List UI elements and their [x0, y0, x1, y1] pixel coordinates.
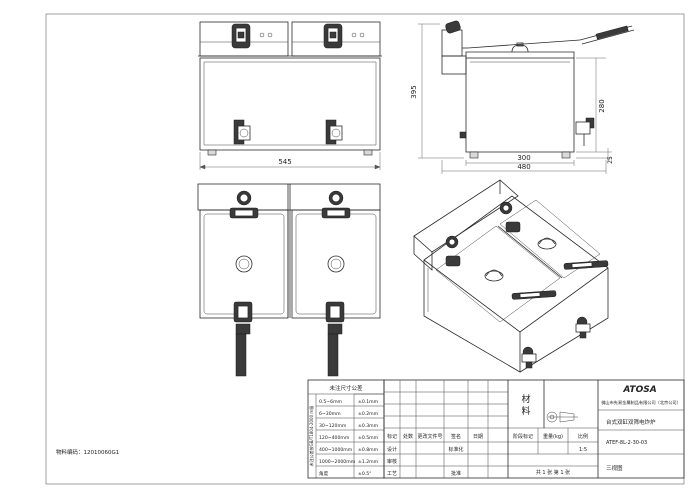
role-process: 工艺	[387, 471, 397, 477]
revision-header-date: 日期	[473, 434, 483, 440]
iso-knob-right	[499, 201, 513, 215]
dimension-foot-height: 25	[576, 148, 614, 164]
dimension-side-depth: 300	[465, 154, 575, 166]
top-view	[197, 183, 381, 377]
tolerance-table-title: 未注尺寸公差	[329, 384, 363, 392]
top-knob-left	[229, 190, 259, 219]
dimension-tank-height: 280	[576, 57, 606, 152]
top-basket-handle-left	[233, 301, 253, 377]
sheet-info: 共 1 张 第 1 张	[536, 469, 570, 476]
product-name: 台式双缸双筛电炸炉	[606, 418, 656, 426]
tolerance-range: 角度	[319, 470, 329, 477]
iso-basket-handle-left	[511, 290, 557, 300]
tolerance-range: 400~1000mm	[319, 447, 353, 453]
iso-lid-knob-left	[484, 269, 504, 282]
material-code-note: 物料编码：12010060G1	[56, 448, 119, 456]
tolerance-value: ±0.2mm	[358, 411, 379, 417]
dimension-front-width: 545	[199, 152, 381, 170]
role-review: 审核	[387, 458, 397, 465]
iso-lid-knob-right	[537, 237, 557, 250]
front-drain-valve-left	[233, 119, 251, 145]
title-block: 标记 处数 更改文件号 签名 日期 设计 标准化 审核 工艺 批准 材 料 AT…	[383, 379, 685, 479]
isometric-view	[413, 179, 609, 373]
material-label-2: 料	[521, 405, 530, 417]
sheet-border	[45, 13, 685, 485]
brand-logo: ATOSA	[622, 385, 656, 395]
weight-header: 重量(kg)	[543, 433, 563, 440]
tolerance-value: ±0.5°	[358, 471, 371, 477]
top-drain-right	[327, 255, 345, 273]
dimension-side-width: 480	[441, 160, 607, 174]
tolerance-value: ±1.2mm	[358, 459, 379, 465]
material-label: 材	[521, 393, 530, 405]
role-design: 设计	[387, 446, 397, 453]
revision-header-count: 处数	[403, 433, 413, 440]
tolerance-value: ±0.8mm	[358, 447, 379, 453]
side-drain-valve	[575, 117, 595, 146]
revision-header-sign: 签名	[451, 433, 461, 440]
iso-drain-valve-right	[575, 316, 591, 339]
front-view: 545	[198, 21, 382, 170]
tolerance-range: 0.5~6mm	[319, 399, 343, 405]
drawing-number: ATEF-8L-2-30-03	[606, 440, 647, 446]
front-control-knob-right	[323, 23, 343, 49]
stage-header: 阶段标记	[513, 433, 533, 440]
projection-symbol	[546, 411, 578, 423]
iso-basket-handle-right	[563, 260, 609, 270]
dimension-side-height-label: 395	[410, 85, 418, 98]
scale-header: 比例	[578, 433, 588, 440]
scale-value: 1:5	[579, 447, 587, 453]
tolerance-range: 120~400mm	[319, 435, 350, 441]
tolerance-value: ±0.3mm	[358, 423, 379, 429]
top-knob-right	[321, 190, 351, 219]
tolerance-range: 1000~2000mm	[319, 459, 356, 465]
top-drain-left	[235, 255, 253, 273]
iso-drain-valve-left	[521, 346, 537, 369]
dimension-tank-height-label: 280	[598, 99, 606, 112]
role-approve: 批准	[451, 470, 461, 477]
front-control-knob-left	[231, 23, 251, 49]
front-drain-valve-right	[325, 119, 343, 145]
dimension-front-width-label: 545	[278, 158, 291, 166]
tolerance-range: 6~30mm	[319, 411, 341, 417]
tolerance-value: ±0.1mm	[358, 399, 379, 405]
dimension-side-depth-label: 300	[517, 154, 530, 162]
tolerance-table: 未注尺寸公差 未注公差按GB/T1804-2000 m级 0.5~6mm ±0.1…	[307, 379, 385, 479]
revision-header-doc: 更改文件号	[417, 433, 442, 440]
dimension-foot-height-label: 25	[607, 156, 614, 164]
iso-knob-left	[445, 235, 459, 249]
dimension-side-height: 395	[410, 23, 464, 159]
dimension-side-width-label: 480	[517, 163, 530, 171]
tolerance-value: ±0.5mm	[358, 435, 379, 441]
top-basket-handle-right	[325, 301, 345, 377]
side-basket-handle	[467, 25, 635, 49]
revision-header-mark: 标记	[387, 433, 397, 440]
company-name: 佛山市先易金属制品有限公司（北京公司）	[601, 399, 681, 406]
tolerance-table-side-label: 未注公差按GB/T1804-2000 m级	[308, 406, 314, 467]
role-standardization: 标准化	[448, 446, 463, 453]
view-note: 三视图	[606, 464, 623, 472]
side-view: 395 280 25 300 480	[410, 20, 635, 174]
tolerance-range: 30~120mm	[319, 423, 347, 429]
